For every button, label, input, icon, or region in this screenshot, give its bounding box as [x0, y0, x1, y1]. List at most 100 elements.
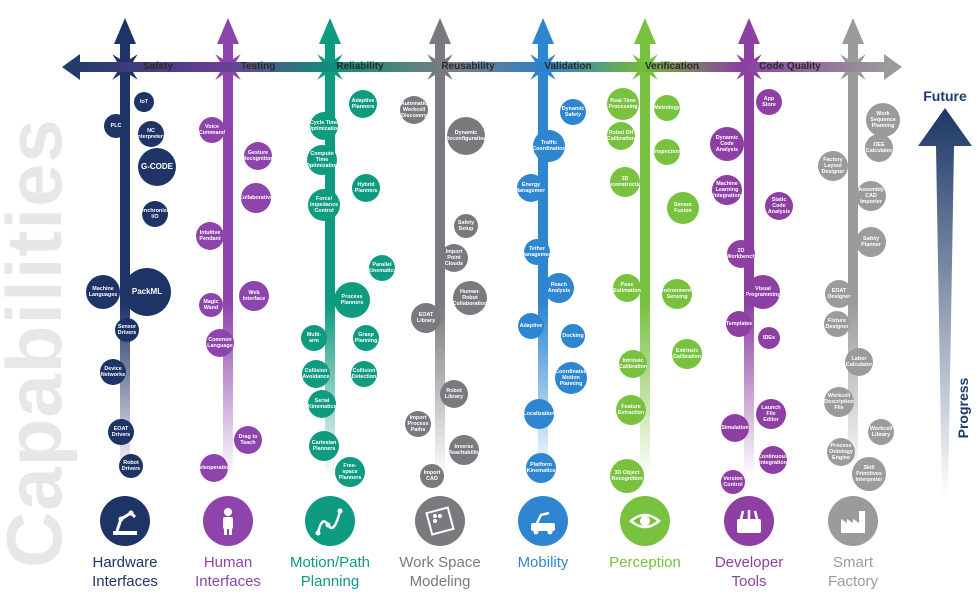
column-label-line2: Modeling	[409, 573, 471, 590]
column-label-line1: Perception	[609, 554, 681, 571]
capability-label: PackML	[131, 286, 163, 296]
capability-label: Launch File Editor	[761, 404, 781, 424]
capability-label: Labor Calculator	[845, 355, 873, 368]
capability-label: Compute Time Optimization	[307, 150, 337, 170]
capability-developer-static-code-analysis: Static Code Analysis	[765, 192, 793, 220]
capability-label: Free-space Planners	[338, 462, 362, 482]
capability-developer-continuous-integration: Continuous Integration	[759, 446, 787, 474]
capability-label: EOAT Designer	[827, 287, 851, 300]
property-safety: Safety	[142, 61, 173, 72]
capability-hardware-g-code: G-CODE	[138, 148, 176, 186]
column-label-line2: Planning	[300, 573, 360, 590]
capability-label: Machine Learning Integration	[713, 180, 741, 200]
person-icon	[212, 505, 244, 537]
property-verification: Verification	[645, 61, 699, 72]
capability-human-drag-to-teach: Drag to Teach	[234, 426, 262, 454]
capability-mobility-tether-management: Tether Management	[524, 239, 550, 265]
column-label-line1: Hardware	[92, 554, 158, 571]
capability-developer-simulation: Simulation	[721, 414, 749, 442]
column-label-line2: Interfaces	[195, 573, 261, 590]
capability-label: Sensor Drivers	[117, 323, 137, 336]
capability-label: Dynamic Safety	[561, 105, 585, 118]
capability-hardware-iot: IoT	[134, 92, 154, 112]
capability-workspace-safety-setup: Safety Setup	[454, 214, 478, 238]
capability-label: Dynamic Code Analysis	[715, 134, 739, 154]
watermark-capabilities: Capabilities	[0, 118, 78, 568]
capability-perception-inspection: Inspection	[654, 139, 680, 165]
shaft-human	[223, 42, 233, 478]
capability-workspace-import-process-paths: Import Process Paths	[405, 411, 431, 437]
capability-label: Metrology	[654, 104, 680, 111]
capability-label: Common Language	[207, 336, 233, 349]
capability-developer-app-store: App Store	[756, 89, 782, 115]
capability-perception-robot-dh-calibration: Robot DH Calibration	[607, 122, 635, 150]
capability-smart-oee-calculator: OEE Calculator	[865, 134, 893, 162]
capability-label: Inspection	[654, 148, 680, 155]
capability-label: 3D Object Recognition	[611, 469, 643, 482]
capability-label: PLC	[110, 122, 122, 129]
capability-label: Parallel Kinematics	[369, 261, 395, 274]
column-icon-human	[203, 496, 253, 546]
capability-smart-safety-planner: Safety Planner	[856, 227, 886, 257]
capability-developer-templates: Templates	[726, 311, 752, 337]
capability-motion-serial-kinematics: Serial Kinematics	[308, 390, 336, 418]
capability-label: Robot DH Calibration	[607, 129, 635, 142]
capability-developer-2d-workbench: 2D Workbench	[727, 240, 755, 268]
capability-human-common-language: Common Language	[206, 329, 234, 357]
capability-hardware-eoat-drivers: EOAT Drivers	[108, 419, 134, 445]
ros-icon	[424, 505, 456, 537]
capability-label: NC Interpreters	[138, 127, 164, 140]
capability-label: Teleoperation	[200, 464, 228, 471]
capability-smart-workcell-description-file: Workcell Description File	[824, 387, 854, 417]
capability-label: Collision Avoidance	[302, 367, 330, 380]
capability-workspace-import-cad: Import CAD	[420, 464, 444, 488]
capability-motion-compute-time-optimization: Compute Time Optimization	[307, 145, 337, 175]
capability-perception-3d-object-recognition: 3D Object Recognition	[610, 459, 644, 493]
capability-mobility-platform-kinematics: Platform Kinematics	[526, 453, 556, 483]
capability-label: OEE Calculator	[865, 141, 893, 154]
column-label-line1: Human	[203, 554, 253, 571]
property-code-quality: Code Quality	[759, 61, 821, 72]
capability-mobility-energy-management: Energy Management	[517, 174, 545, 202]
capability-label: Serial Kinematics	[308, 397, 336, 410]
properties-bar-left-arrow	[62, 54, 80, 80]
capability-perception-feature-extraction: Feature Extraction	[616, 395, 646, 425]
capability-hardware-machine-languages: Machine Languages	[86, 275, 120, 309]
capability-workspace-import-point-clouds: Import Point Clouds	[440, 244, 468, 272]
capability-label: EOAT Library	[416, 311, 436, 324]
capability-label: Robot Library	[444, 387, 464, 400]
capability-label: IoT	[139, 98, 149, 105]
capability-hardware-synchronized-i-o: Synchronized I/O	[142, 201, 168, 227]
shaft-arrowhead-mobility	[532, 18, 554, 44]
capability-mobility-dynamic-safety: Dynamic Safety	[560, 99, 586, 125]
capability-motion-parallel-kinematics: Parallel Kinematics	[369, 255, 395, 281]
capability-label: Work Sequence Planning	[870, 110, 896, 130]
capability-hardware-nc-interpreters: NC Interpreters	[138, 121, 164, 147]
capability-mobility-adaptive: Adaptive	[518, 313, 544, 339]
capability-smart-work-sequence-planning: Work Sequence Planning	[866, 103, 900, 137]
column-label-line1: Mobility	[517, 554, 569, 571]
capability-label: Collaborative	[241, 194, 271, 201]
capability-label: IDEs	[763, 334, 775, 341]
capability-motion-process-planners: Process Planners	[334, 282, 370, 318]
path-icon	[314, 505, 346, 537]
capability-mobility-docking: Docking	[561, 324, 585, 348]
capability-hardware-sensor-drivers: Sensor Drivers	[115, 318, 139, 342]
capability-developer-launch-file-editor: Launch File Editor	[756, 399, 786, 429]
capability-label: Voice Command	[199, 123, 225, 136]
capability-label: Safety Planner	[861, 235, 881, 248]
column-label-line1: Smart	[832, 554, 873, 571]
column-icon-workspace	[415, 496, 465, 546]
capability-label: Energy Management	[517, 181, 545, 194]
capability-label: Force/ Impedance Control	[309, 195, 339, 215]
properties-bar-right-arrow	[884, 54, 902, 80]
capability-motion-hybrid-planners: Hybrid Planners	[352, 174, 380, 202]
capability-label: Intrinsic Calibration	[619, 357, 647, 370]
shaft-arrowhead-perception	[634, 18, 656, 44]
capability-label: Static Code Analysis	[767, 196, 791, 216]
capability-label: Web Interface	[242, 289, 266, 302]
capability-developer-version-control: Version Control	[721, 470, 745, 494]
